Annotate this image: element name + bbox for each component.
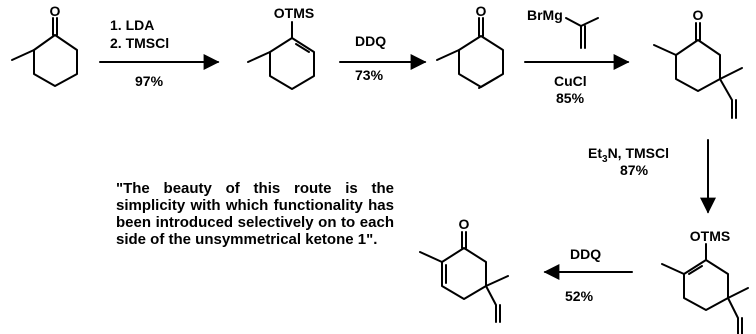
step3-grignard-label: BrMg (527, 7, 563, 23)
step1-yield: 97% (135, 73, 164, 89)
step4-reagent: Et3N, TMSCl (588, 145, 669, 165)
otms-label-2: OTMS (690, 228, 730, 244)
step5-yield: 52% (565, 288, 594, 304)
isopropenyl-fragment (565, 17, 599, 49)
step2-reagent: DDQ (355, 33, 386, 49)
step3-yield: 85% (556, 90, 585, 106)
author-quote: "The beauty of this route is the simplic… (116, 180, 394, 248)
ketone-oxygen-label: O (50, 3, 61, 19)
molecule-silyl-enol-ether-2: OTMS (661, 228, 749, 334)
otms-label-1: OTMS (274, 5, 314, 21)
molecule-carvone: O (419, 216, 509, 323)
molecule-silyl-enol-ether: OTMS (247, 5, 315, 90)
step1-reagent-2: 2. TMSCl (110, 35, 169, 51)
step2-yield: 73% (355, 67, 384, 83)
step4-yield: 87% (620, 162, 649, 178)
product3-oxygen-label: O (693, 7, 704, 23)
molecule-enone: O (436, 3, 504, 89)
step1-reagent-1: 1. LDA (110, 17, 154, 33)
molecule-2-methylcyclohexanone: O (11, 3, 78, 87)
molecule-isopropenyl-ketone: O (653, 7, 743, 119)
final-oxygen-label: O (459, 216, 470, 232)
enone-oxygen-label: O (476, 3, 487, 19)
step5-reagent: DDQ (570, 246, 601, 262)
step3-reagent: CuCl (554, 73, 587, 89)
